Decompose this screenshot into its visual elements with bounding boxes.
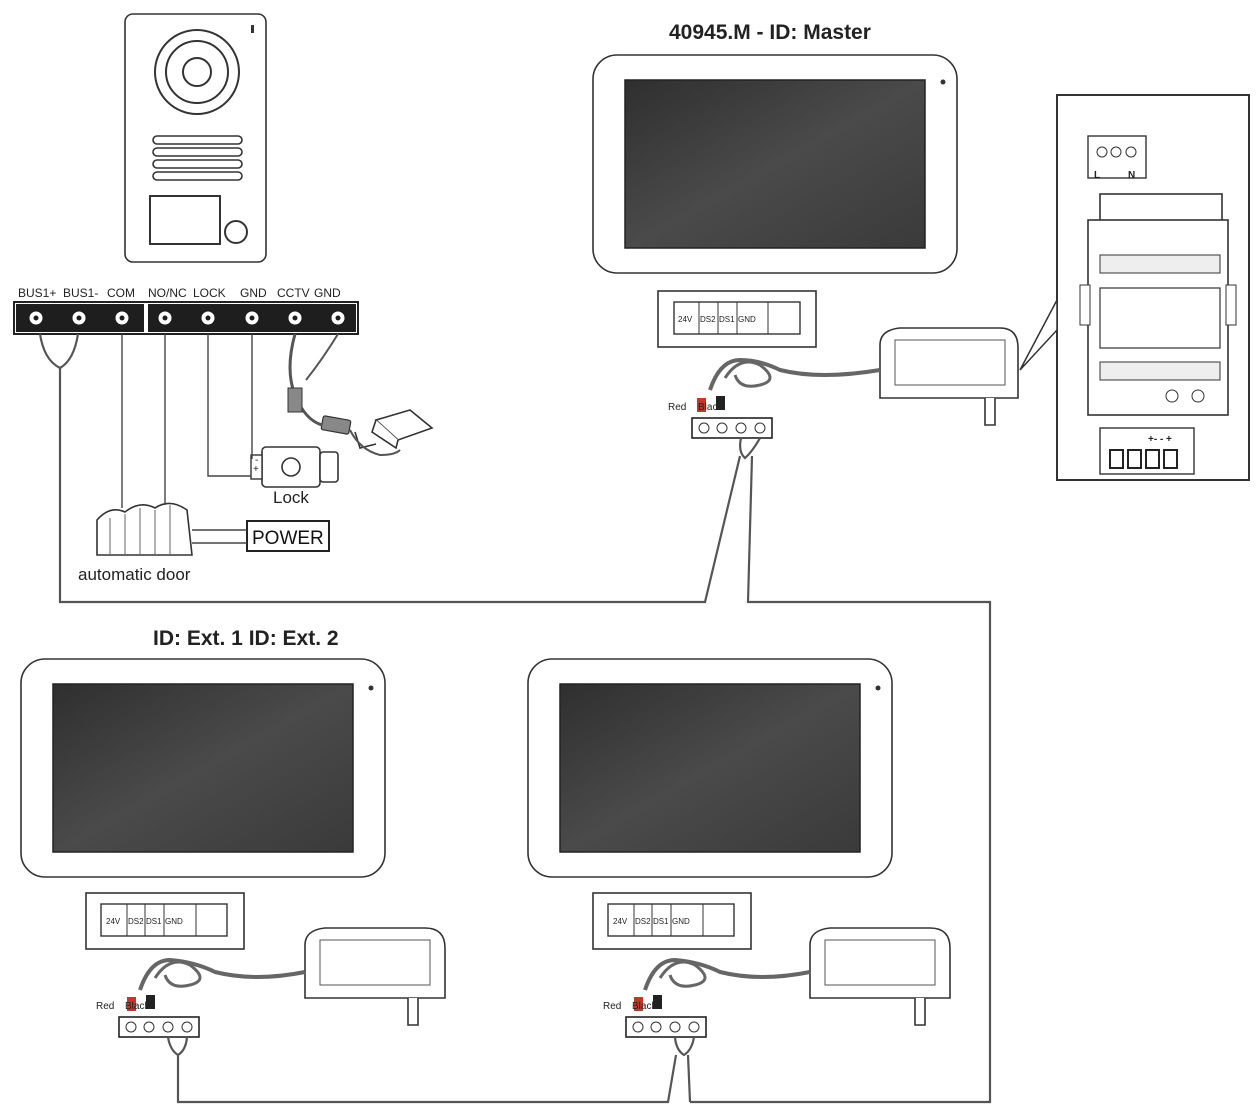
ext2-monitor	[527, 658, 893, 878]
terminal-label-gnd-2: GND	[314, 286, 341, 300]
master-title: 40945.M - ID: Master	[669, 21, 871, 44]
ext2-black-label: Black	[632, 1001, 657, 1012]
power-label: POWER	[252, 528, 324, 549]
power-box: POWER	[246, 520, 330, 552]
ext1-wire-terminals: Red Black	[96, 995, 200, 1038]
call-button-icon	[224, 220, 248, 244]
ext1-monitor	[20, 658, 386, 878]
cctv-camera-icon	[320, 409, 434, 450]
ext2-term-gnd: GND	[672, 917, 690, 926]
extension-bus-wiring	[166, 1036, 696, 1104]
master-monitor	[592, 54, 958, 274]
ext2-cable	[643, 957, 811, 991]
ext1-black-label: Black	[125, 1001, 150, 1012]
ext2-terminal-strip: 24V DS2 DS1 GND	[592, 892, 752, 950]
lock-minus-label: -	[255, 455, 258, 466]
terminal-label-gnd: GND	[240, 286, 267, 300]
door-terminal-labels: BUS1+ BUS1- COM NO/NC LOCK GND CCTV GND	[18, 286, 341, 300]
lock-label: Lock	[273, 488, 309, 507]
master-red-label: Red	[668, 402, 686, 413]
ext2-power-adapter	[809, 927, 951, 1026]
ext1-term-gnd: GND	[165, 917, 183, 926]
ext2-wire-terminals: Red Black	[603, 995, 707, 1038]
master-term-24v: 24V	[678, 315, 693, 324]
ext1-power-adapter	[304, 927, 446, 1026]
master-power-adapter	[879, 327, 1019, 426]
terminal-label-cctv: CCTV	[277, 286, 310, 300]
ext2-screen	[559, 683, 861, 853]
ext2-term-ds2: DS2	[635, 917, 651, 926]
coax-connector	[287, 387, 303, 413]
terminal-label-com: COM	[107, 286, 135, 300]
master-cable	[708, 357, 881, 391]
ext2-term-ds1: DS1	[653, 917, 669, 926]
terminal-label-bus1-minus: BUS1-	[63, 286, 98, 300]
door-terminal-block	[13, 301, 359, 335]
automatic-door: automatic door	[78, 502, 193, 584]
terminal-label-lock: LOCK	[193, 286, 226, 300]
lock: + - Lock	[250, 446, 339, 507]
door-station-wiring	[38, 333, 742, 604]
master-wire-terminals: Red Black	[668, 396, 773, 439]
din-supply-callout: L N +- - +	[1019, 94, 1250, 481]
automatic-door-label: automatic door	[78, 565, 191, 584]
ext1-term-ds1: DS1	[146, 917, 162, 926]
ext2-term-24v: 24V	[613, 917, 628, 926]
ext1-term-24v: 24V	[106, 917, 121, 926]
master-term-ds2: DS2	[700, 315, 716, 324]
speaker-grille-icon	[152, 135, 243, 181]
din-n-label: N	[1128, 170, 1135, 181]
lock-plus-label: +	[253, 464, 259, 475]
door-station	[124, 13, 267, 263]
terminal-label-nonc: NO/NC	[148, 286, 187, 300]
terminal-label-bus1-plus: BUS1+	[18, 286, 56, 300]
ext1-red-label: Red	[96, 1001, 114, 1012]
ext1-terminal-strip: 24V DS2 DS1 GND	[85, 892, 245, 950]
master-term-gnd: GND	[738, 315, 756, 324]
ext1-screen	[52, 683, 354, 853]
ext1-term-ds2: DS2	[128, 917, 144, 926]
din-l-label: L	[1094, 170, 1100, 181]
ext2-red-label: Red	[603, 1001, 621, 1012]
master-black-label: Black	[698, 402, 723, 413]
ext1-cable	[138, 957, 306, 991]
name-plate	[149, 195, 221, 245]
din-output-label: +- - +	[1148, 434, 1172, 445]
master-screen	[624, 79, 926, 249]
master-term-ds1: DS1	[719, 315, 735, 324]
master-terminal-strip: 24V DS2 DS1 GND	[657, 290, 817, 348]
extensions-title: ID: Ext. 1 ID: Ext. 2	[153, 627, 339, 650]
